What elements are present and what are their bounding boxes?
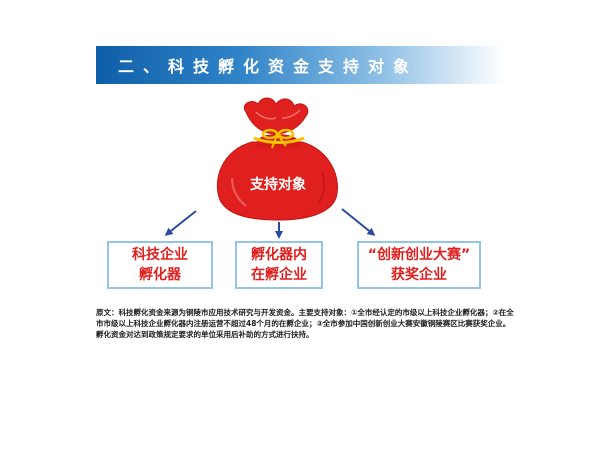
target-box-incubator: 科技企业 孵化器 (107, 241, 213, 289)
page-title: 二、科技孵化资金支持对象 (118, 57, 419, 76)
title-bar: 二、科技孵化资金支持对象 (96, 46, 504, 84)
arrow-down-right-icon (341, 208, 376, 236)
center-label: 支持对象 (250, 177, 306, 193)
source-note: 原文：科技孵化资金来源为铜陵市应用技术研究与开发资金。主要支持对象：①全市经认定… (96, 308, 514, 339)
arrow-down-left-icon (164, 210, 197, 236)
target-box-line1: 孵化器内 (251, 247, 307, 263)
target-box-competition-winner: “创新创业大赛” 获奖企业 (357, 241, 481, 289)
target-box-line2: 获奖企业 (391, 267, 447, 283)
target-box-incubated-enterprise: 孵化器内 在孵企业 (235, 241, 323, 289)
target-box-line2: 孵化器 (139, 267, 181, 283)
target-box-line1: 科技企业 (132, 247, 188, 263)
money-bag-icon (216, 97, 338, 221)
target-box-line1: “创新创业大赛” (367, 247, 471, 263)
target-box-line2: 在孵企业 (251, 267, 307, 283)
